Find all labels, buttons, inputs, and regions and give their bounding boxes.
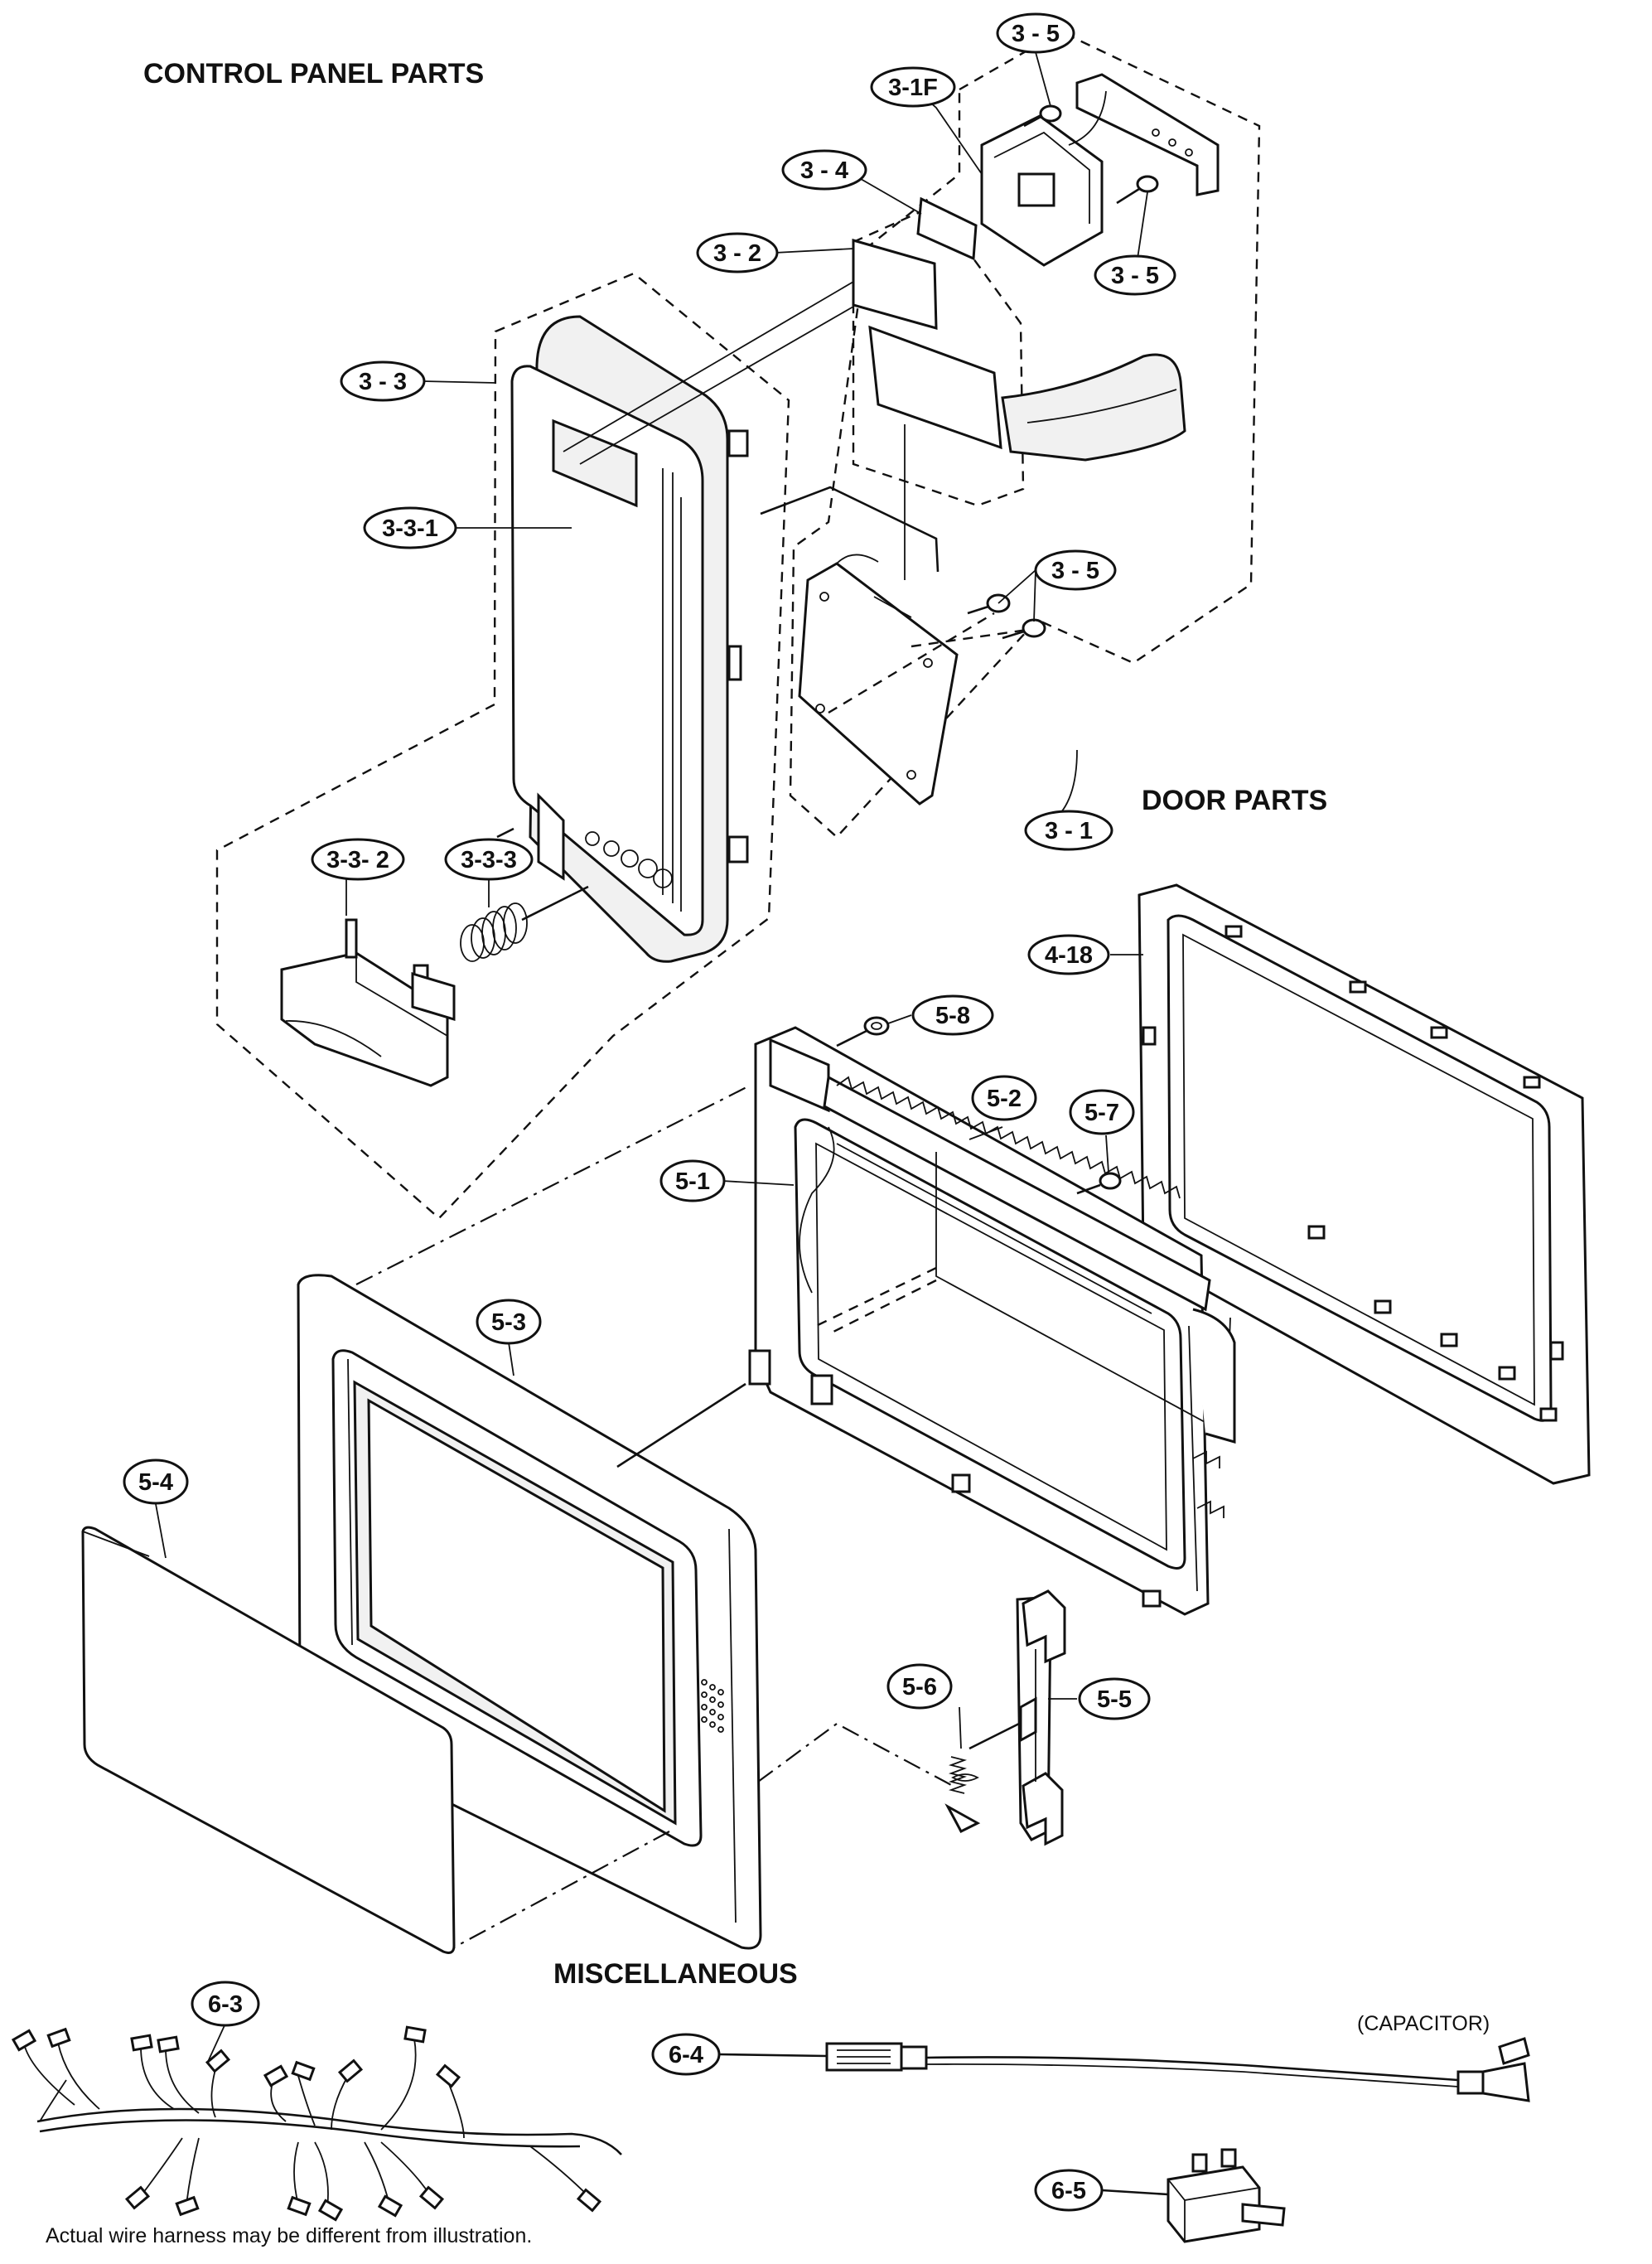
fuse-holder-with-lead [718,2037,1530,2102]
screw-3-5-right [1116,175,1159,205]
svg-text:3-3-1: 3-3-1 [382,515,438,542]
svg-text:5-8: 5-8 [935,1003,970,1029]
callout-3-1f: 3-1F [870,66,956,108]
callout-6-4: 6-4 [651,2033,721,2076]
svg-text:3 - 1: 3 - 1 [1045,818,1093,844]
screw-5-7 [1076,1172,1122,1195]
svg-text:3 - 4: 3 - 4 [800,157,848,184]
callout-3-1: 3 - 1 [1024,810,1113,851]
latch-spring [944,1722,1020,1833]
callout-5-1: 5-1 [659,1159,726,1202]
callout-3-5-top: 3 - 5 [996,12,1075,54]
relay-bracket [980,73,1220,267]
svg-text:6-4: 6-4 [669,2042,703,2068]
callout-3-3-3: 3-3-3 [444,838,534,881]
wire-harness-note: Actual wire harness may be different fro… [46,2224,532,2247]
screw-3-5-top [1023,104,1062,128]
door-choke-seal [823,1075,1236,1518]
callout-3-5-right: 3 - 5 [1094,254,1176,296]
callout-6-3: 6-3 [191,1981,260,2027]
callout-5-8: 5-8 [911,994,994,1036]
callout-3-5-board: 3 - 5 [1034,549,1117,591]
screw-3-5-board-2 [1002,618,1046,640]
callout-5-3: 5-3 [476,1299,542,1345]
svg-text:3 - 5: 3 - 5 [1111,263,1159,289]
door-frame-vent-holes [701,1679,724,1733]
svg-text:3 - 5: 3 - 5 [1012,21,1060,47]
shield-sheet [916,196,978,261]
callout-3-4: 3 - 4 [781,149,867,191]
callout-6-5: 6-5 [1034,2169,1104,2212]
callout-5-2: 5-2 [971,1075,1037,1121]
screw-3-5-board-1 [967,593,1011,615]
svg-text:4-18: 4-18 [1045,942,1093,969]
svg-text:3 - 3: 3 - 3 [359,369,407,395]
svg-text:3-3-3: 3-3-3 [461,847,517,873]
svg-text:5-1: 5-1 [675,1168,710,1195]
callout-3-3-2: 3-3- 2 [311,838,405,881]
svg-text:3 - 5: 3 - 5 [1051,558,1099,584]
door-group [81,883,1591,1954]
screw-5-8 [836,1016,890,1047]
svg-text:5-3: 5-3 [491,1309,526,1336]
callout-5-7: 5-7 [1069,1089,1135,1135]
callout-5-4: 5-4 [123,1459,189,1505]
svg-text:6-5: 6-5 [1051,2178,1086,2204]
control-panel-frame [510,315,749,963]
door-release-spring [460,893,572,962]
control-panel-dashed-boundary [215,272,790,1220]
svg-text:5-2: 5-2 [987,1086,1022,1112]
callout-5-6: 5-6 [886,1663,953,1710]
capacitor-label: (CAPACITOR) [1357,2012,1490,2035]
callout-3-3: 3 - 3 [340,360,426,402]
callout-3-2: 3 - 2 [696,232,779,273]
callout-4-18: 4-18 [1027,934,1110,975]
callout-5-5: 5-5 [1078,1677,1151,1720]
heading-door-parts: DOOR PARTS [1142,785,1327,816]
svg-text:5-4: 5-4 [138,1469,173,1496]
heading-miscellaneous: MISCELLANEOUS [553,1958,798,1990]
svg-text:5-6: 5-6 [902,1674,937,1700]
control-unit-group [789,30,1261,839]
door-main-frame [748,1026,1210,1616]
control-circuit-board [798,554,959,805]
svg-text:3 - 2: 3 - 2 [713,240,761,267]
heading-control-panel-parts: CONTROL PANEL PARTS [143,58,484,89]
door-front-glass [81,1526,456,1954]
door-latch [1016,1589,1066,1846]
svg-text:3-3- 2: 3-3- 2 [326,847,389,873]
wire-harness [11,2025,622,2222]
flat-ribbon-cable [852,239,1186,462]
interlock-switch [1101,2148,1286,2243]
svg-text:3-1F: 3-1F [888,75,938,101]
callout-3-3-1: 3-3-1 [363,506,457,549]
svg-text:6-3: 6-3 [208,1991,243,2018]
svg-text:5-5: 5-5 [1097,1686,1132,1713]
svg-text:5-7: 5-7 [1084,1100,1119,1126]
door-release-button [280,918,456,1087]
control-panel-group [215,272,790,1220]
